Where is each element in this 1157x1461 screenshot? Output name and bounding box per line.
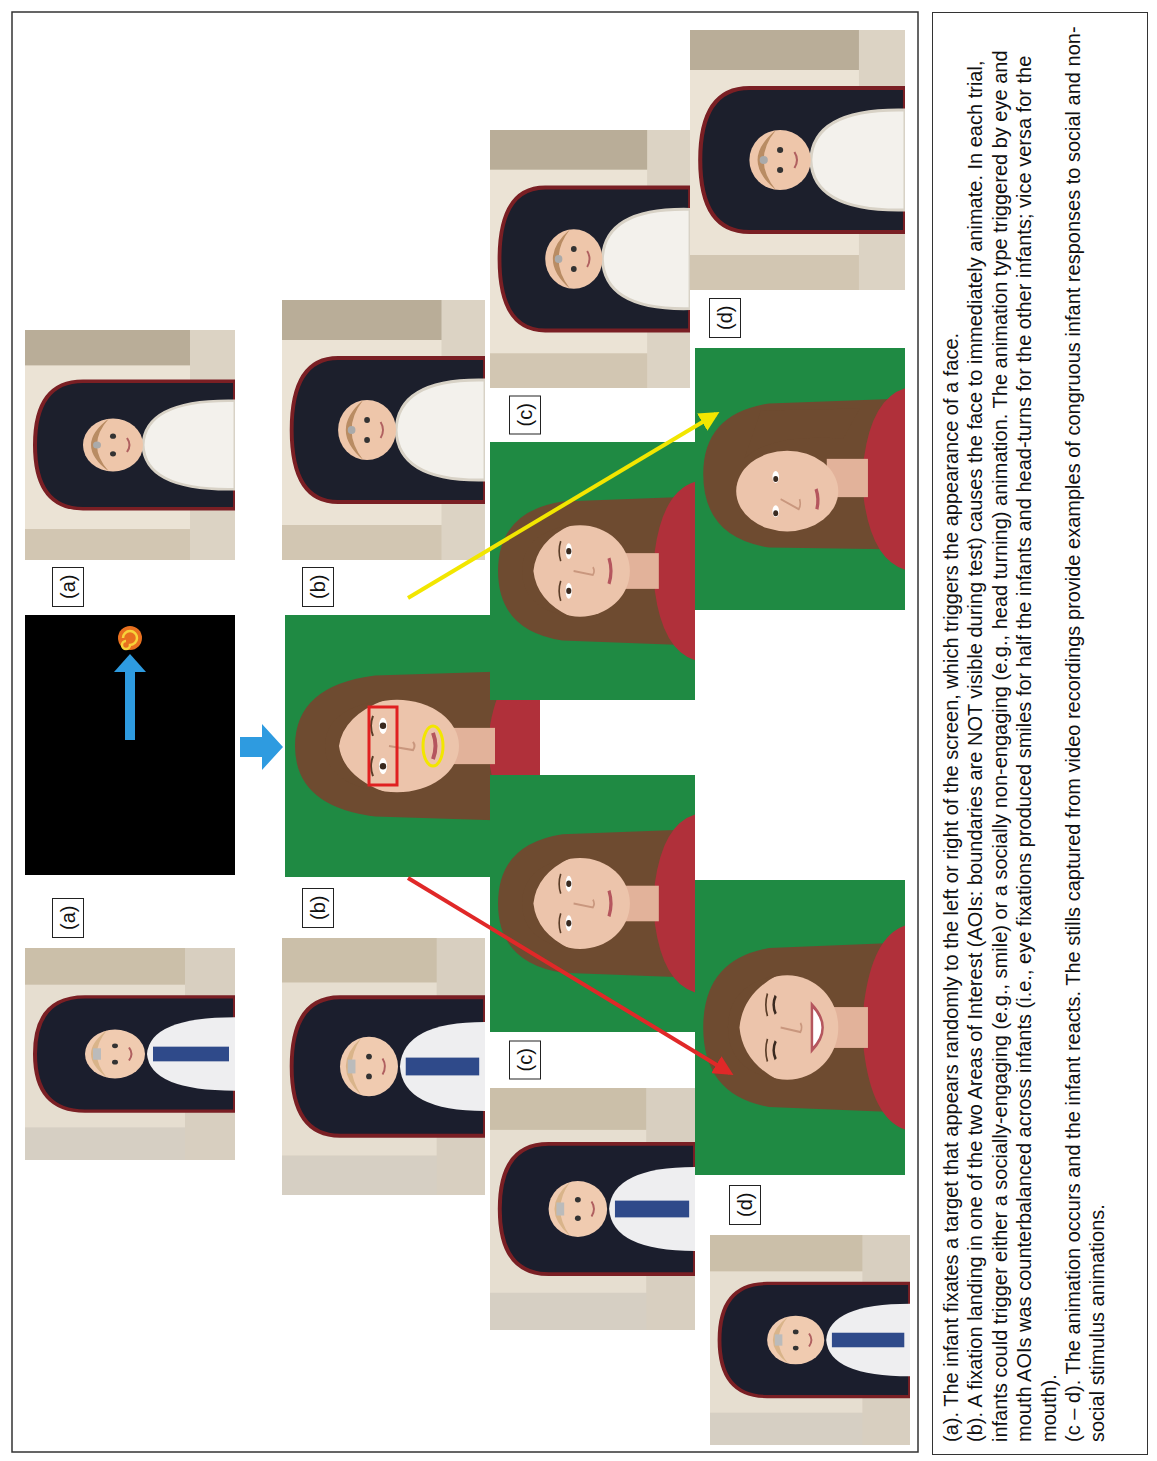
panel-label: (b) (302, 567, 334, 607)
panel-letter: (d) (733, 1193, 757, 1217)
panel-label: (a) (52, 898, 84, 938)
infant-photo (690, 30, 905, 290)
infant-photo (25, 948, 235, 1160)
caption-box: (a). The infant fixates a target that ap… (932, 12, 1148, 1455)
panel-label: (d) (709, 298, 741, 338)
panel-letter: (a) (56, 906, 80, 930)
flow-arrow (240, 724, 283, 770)
mouth-aoi (423, 726, 443, 766)
infant-photo (282, 300, 485, 560)
panel-letter: (b) (306, 575, 330, 599)
caption-paragraph: (c – d). The animation occurs and the in… (1061, 25, 1110, 1442)
panel-label: (a) (52, 567, 84, 607)
figure-frame (12, 12, 918, 1452)
infant-photo (282, 938, 485, 1195)
panel-label: (c) (509, 395, 541, 434)
infant-photo (490, 1088, 695, 1330)
infant-photo (490, 130, 690, 388)
face-stimulus (695, 348, 905, 610)
black-screen (25, 615, 235, 875)
smile-arrow (408, 878, 730, 1073)
target-spiral (122, 631, 137, 649)
panel-label: (c) (509, 1040, 541, 1079)
face-stimulus (490, 442, 695, 700)
caption-paragraph: (a). The infant fixates a target that ap… (939, 25, 963, 1442)
face-stimulus (490, 775, 695, 1032)
face-stimulus (695, 880, 905, 1175)
infant-photo (25, 330, 235, 560)
caption-paragraph: (b). A fixation landing in one of the tw… (963, 25, 1061, 1442)
eye-aoi (369, 707, 397, 785)
panel-letter: (b) (306, 896, 330, 920)
gaze-arrow-head (114, 654, 146, 672)
fixation-target (118, 626, 142, 650)
gaze-arrow-shaft (125, 668, 135, 740)
panel-letter: (c) (513, 403, 537, 426)
panel-letter: (c) (513, 1048, 537, 1071)
infant-photo (710, 1235, 910, 1445)
panel-label: (d) (729, 1185, 761, 1225)
panel-label: (b) (302, 888, 334, 928)
panel-letter: (d) (713, 306, 737, 330)
panel-letter: (a) (56, 575, 80, 599)
head-turn-arrow (408, 414, 716, 598)
